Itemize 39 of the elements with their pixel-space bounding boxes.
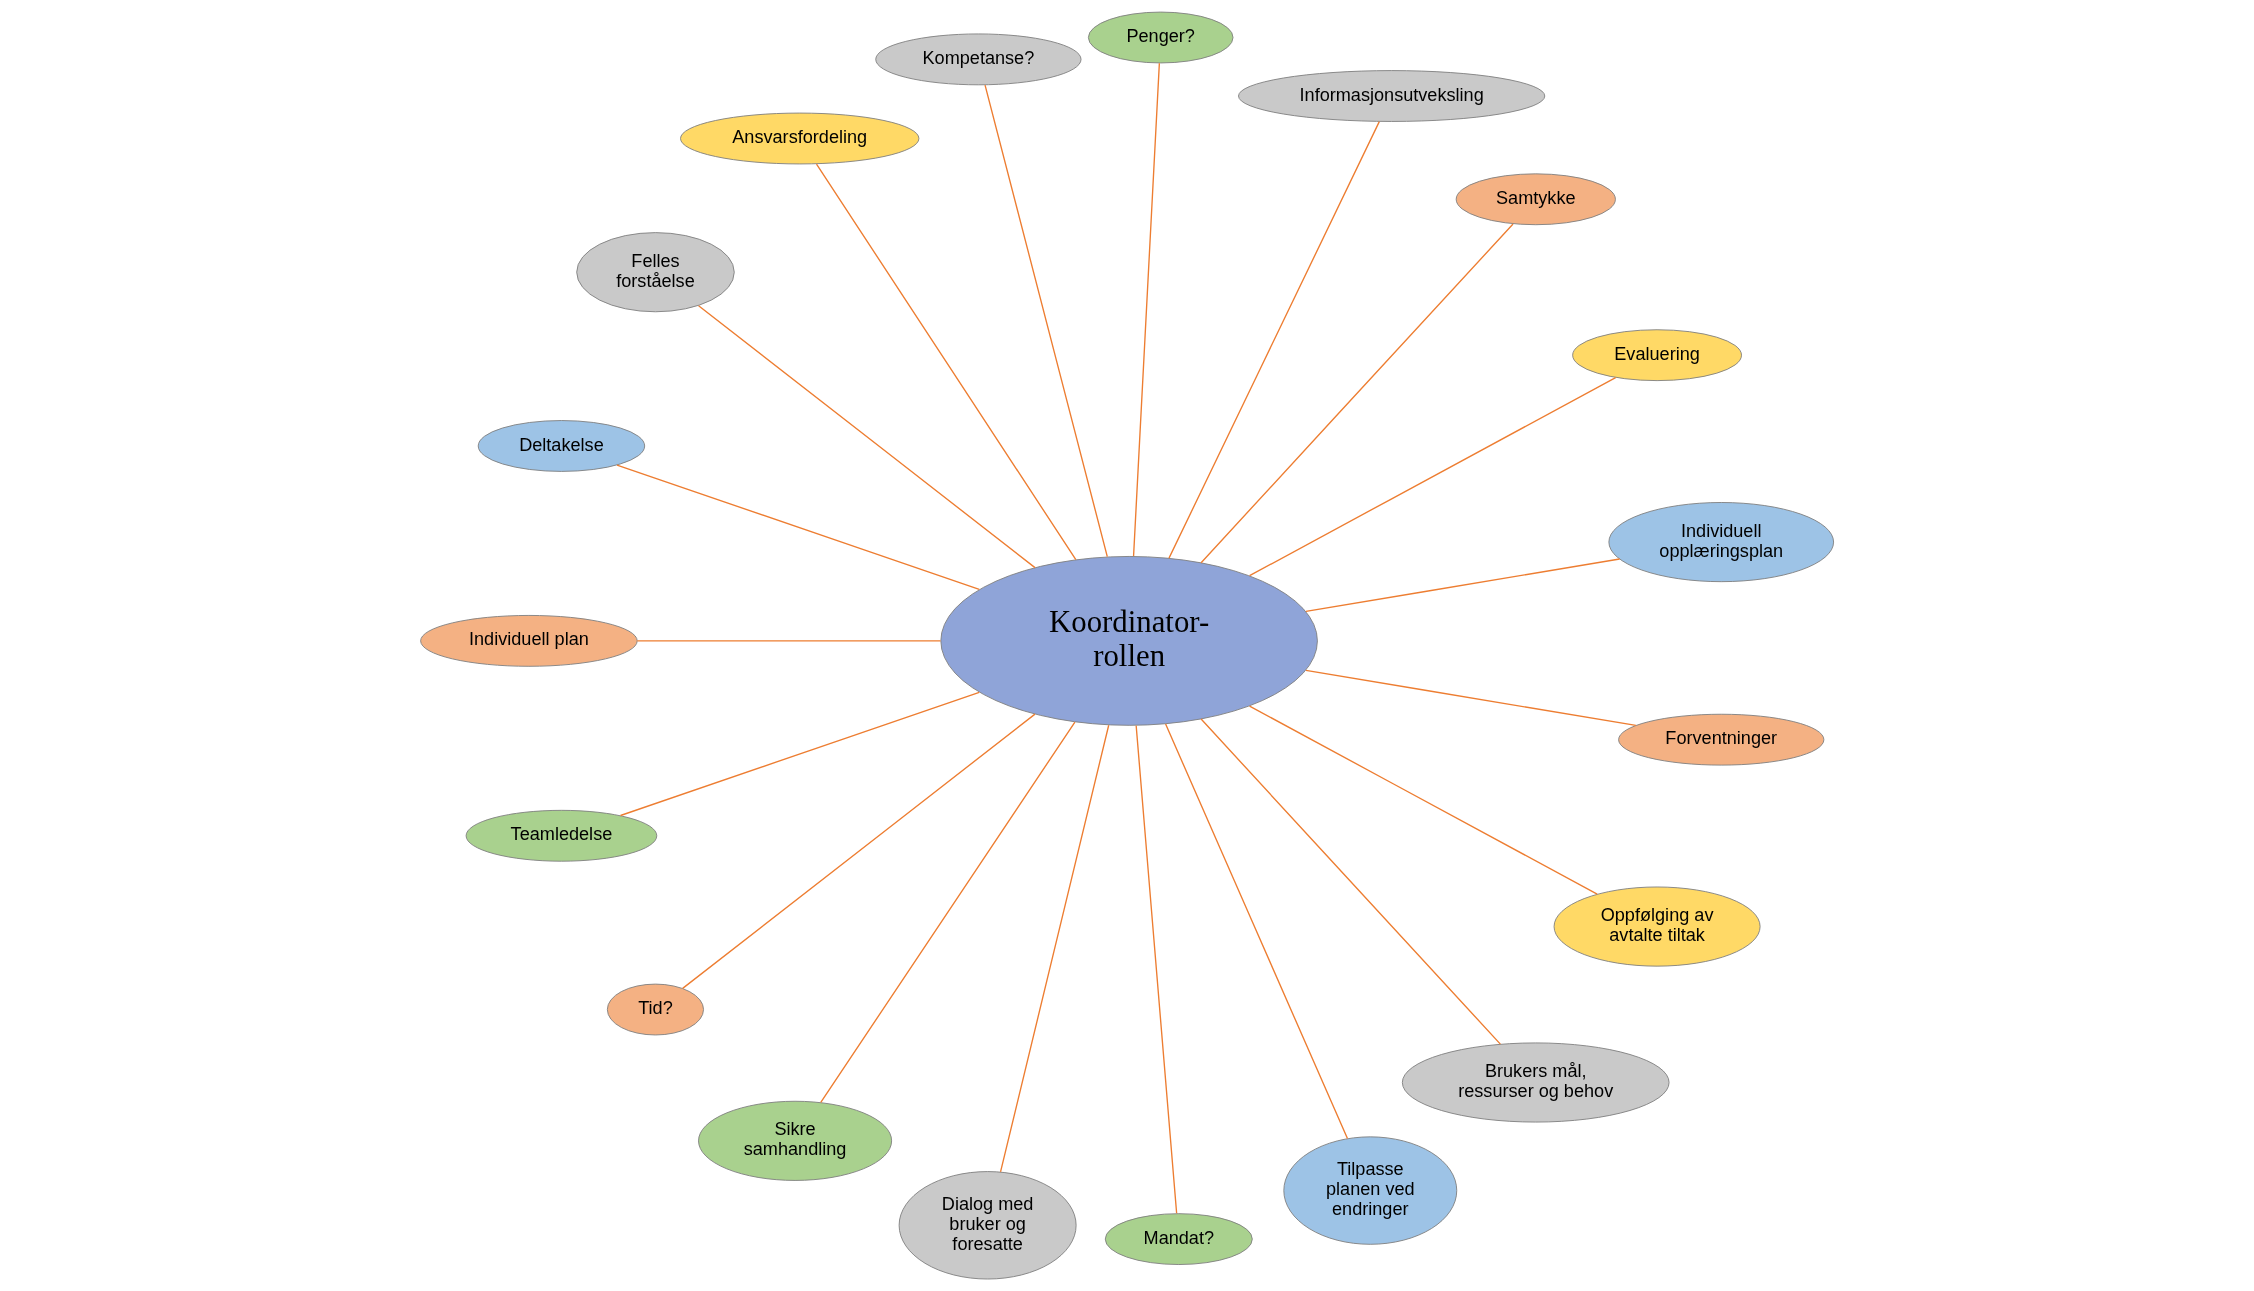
connector [820, 721, 1076, 1104]
connector [636, 640, 942, 642]
node-ellipse: Deltakelse [477, 420, 646, 472]
node-ellipse: Evaluering [1572, 329, 1742, 382]
node-ellipse: Koordinator- rollen [940, 556, 1318, 726]
node-ellipse: Oppfølging av avtalte tiltak [1553, 886, 1761, 967]
connector [1132, 62, 1161, 557]
node-ellipse: Penger? [1087, 11, 1234, 64]
node-ellipse: Informasjonsutveksling [1238, 70, 1546, 122]
connector [1200, 718, 1502, 1045]
connector [1305, 558, 1621, 613]
connector [1248, 376, 1617, 577]
connector [682, 713, 1036, 989]
node-ellipse: Ansvarsfordeling [680, 112, 920, 165]
node-ellipse: Brukers mål, ressurser og behov [1401, 1042, 1670, 1123]
node-ellipse: Sikre samhandling [698, 1100, 893, 1181]
node-ellipse: Individuell plan [420, 615, 638, 667]
connector [1248, 705, 1598, 895]
connector [1164, 723, 1349, 1140]
connector [616, 464, 980, 591]
node-ellipse: Tid? [606, 983, 704, 1036]
node-ellipse: Felles forståelse [576, 232, 735, 313]
connector [815, 163, 1077, 561]
node-ellipse: Forventninger [1618, 713, 1825, 766]
connector [1305, 669, 1637, 727]
connector [999, 724, 1110, 1173]
node-ellipse: Dialog med bruker og foresatte [898, 1171, 1077, 1280]
connector [1135, 724, 1178, 1214]
node-ellipse: Teamledelse [465, 809, 658, 862]
connector [984, 84, 1108, 558]
connector [697, 305, 1036, 569]
connector [619, 691, 980, 817]
node-ellipse: Samtykke [1455, 173, 1616, 226]
connector [1168, 120, 1380, 559]
node-ellipse: Tilpasse planen ved endringer [1283, 1136, 1458, 1245]
node-ellipse: Individuell opplæringsplan [1608, 502, 1835, 583]
node-ellipse: Mandat? [1104, 1213, 1253, 1265]
connector [1200, 223, 1514, 564]
node-ellipse: Kompetanse? [875, 33, 1082, 86]
